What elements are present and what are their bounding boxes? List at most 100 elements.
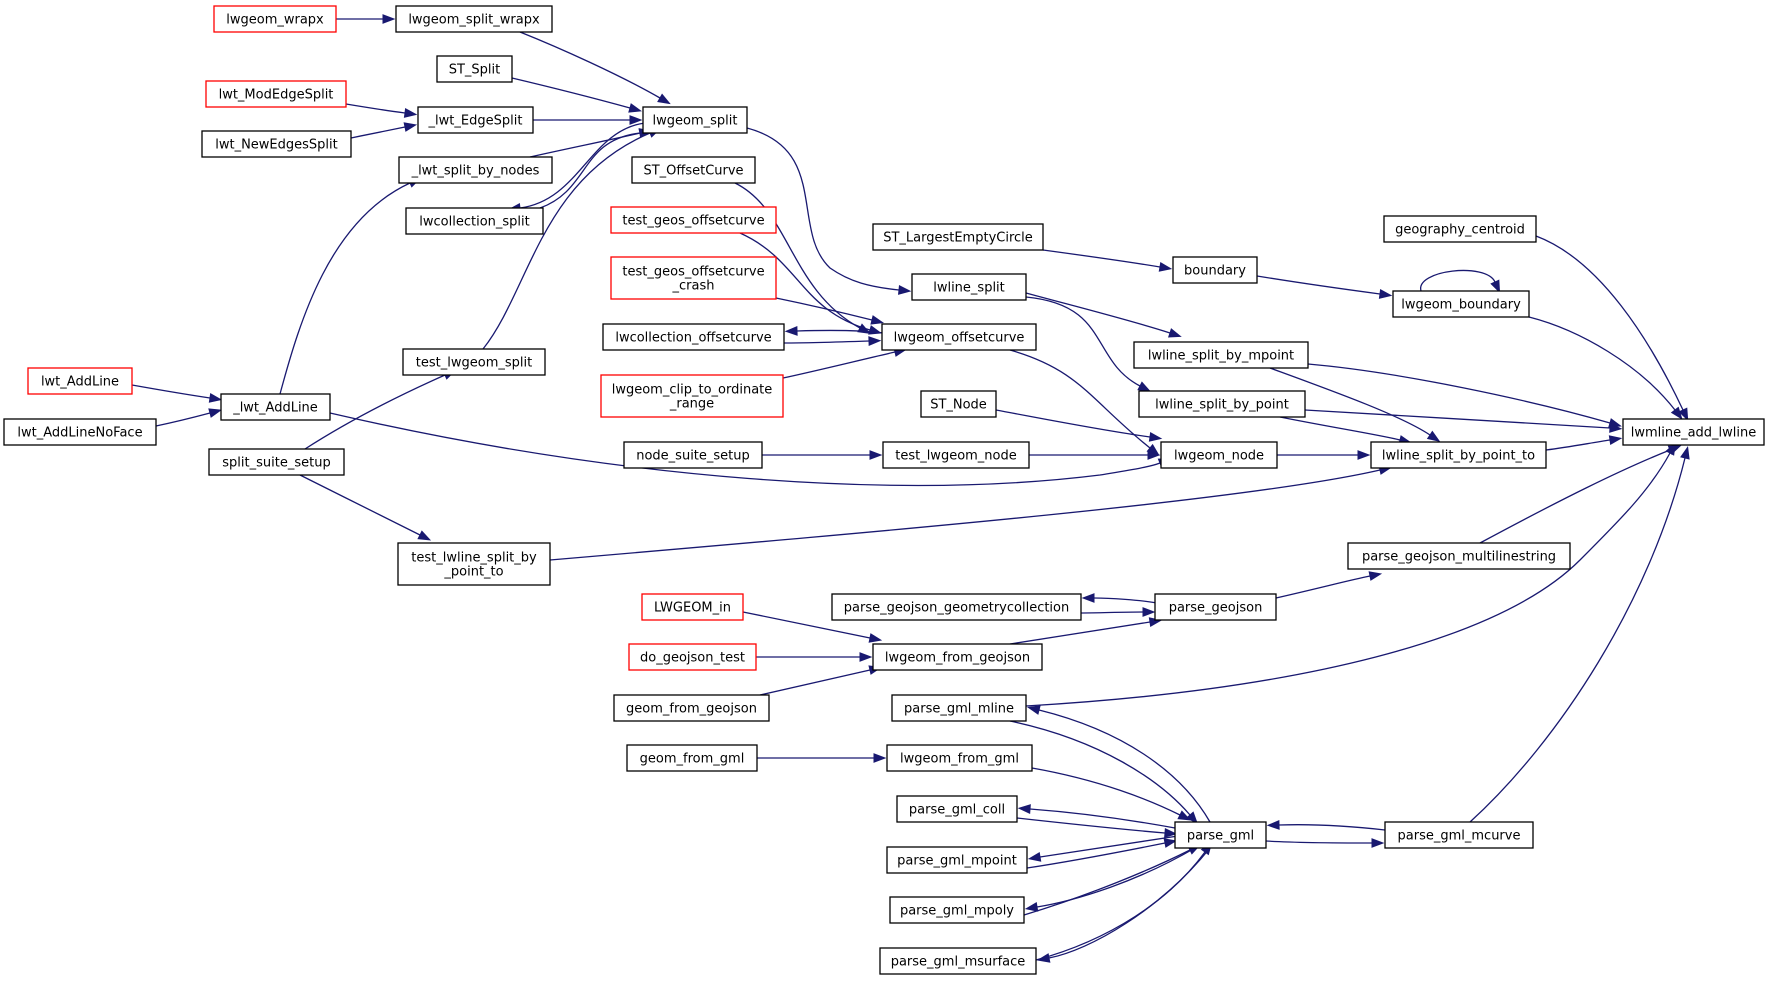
node-lwmline_add_lwline[interactable]: lwmline_add_lwline — [1622, 418, 1765, 446]
node-lwt_AddLine[interactable]: lwt_AddLine — [27, 367, 133, 395]
node-lwgeom_offsetcurve[interactable]: lwgeom_offsetcurve — [881, 323, 1037, 351]
node-_lwt_AddLine[interactable]: _lwt_AddLine — [220, 393, 331, 421]
node-parse_gml[interactable]: parse_gml — [1174, 821, 1267, 849]
node-box — [1392, 290, 1530, 318]
node-lwgeom_clip_to_ordinate_range[interactable]: lwgeom_clip_to_ordinate_range — [600, 374, 784, 418]
node-lwline_split_by_mpoint[interactable]: lwline_split_by_mpoint — [1133, 341, 1309, 369]
node-lwgeom_from_geojson[interactable]: lwgeom_from_geojson — [872, 643, 1043, 671]
node-test_lwgeom_node[interactable]: test_lwgeom_node — [882, 441, 1030, 469]
node-parse_gml_msurface[interactable]: parse_gml_msurface — [879, 947, 1037, 975]
edge-ST_Node-to-lwgeom_node — [995, 409, 1163, 442]
node-node_suite_setup[interactable]: node_suite_setup — [623, 441, 763, 469]
edge-line — [734, 182, 861, 329]
arrowhead-icon — [1158, 262, 1173, 272]
node-test_lwgeom_split[interactable]: test_lwgeom_split — [402, 348, 546, 376]
arrowhead-icon — [1142, 607, 1156, 617]
node-parse_gml_mpoint[interactable]: parse_gml_mpoint — [886, 846, 1028, 874]
edge-line — [1023, 849, 1191, 916]
edge-line — [1026, 842, 1166, 869]
node-label: _range — [669, 397, 714, 412]
node-LWGEOM_in[interactable]: LWGEOM_in — [641, 593, 744, 621]
edge-line — [1469, 457, 1686, 823]
node-label: ST_LargestEmptyCircle — [883, 231, 1033, 246]
edge-line — [549, 469, 1381, 561]
node-test_lwline_split_by_point_to[interactable]: test_lwline_split_by_point_to — [397, 542, 551, 586]
arrowhead-icon — [403, 122, 418, 132]
edge-parse_gml-to-parse_gml_mline — [1026, 705, 1211, 823]
node-parse_gml_mpoly[interactable]: parse_gml_mpoly — [889, 896, 1025, 924]
edge-boundary-to-lwgeom_boundary — [1256, 275, 1393, 299]
node-lwgeom_wrapx[interactable]: lwgeom_wrapx — [213, 5, 337, 33]
node-lwgeom_split[interactable]: lwgeom_split — [642, 106, 748, 134]
node-lwgeom_boundary[interactable]: lwgeom_boundary — [1392, 290, 1530, 318]
node-parse_gml_coll[interactable]: parse_gml_coll — [896, 795, 1018, 823]
arrowhead-icon — [1665, 442, 1676, 456]
arrowhead-icon — [417, 530, 432, 541]
node-geom_from_geojson[interactable]: geom_from_geojson — [613, 694, 770, 722]
edge-split_suite_setup-to-test_lwline_split_by_point_to — [299, 474, 432, 541]
node-_lwt_split_by_nodes[interactable]: _lwt_split_by_nodes — [398, 156, 553, 184]
node-parse_geojson_geometrycollection[interactable]: parse_geojson_geometrycollection — [831, 593, 1082, 621]
arrowhead-icon — [897, 285, 912, 295]
node-label: test_lwgeom_node — [895, 449, 1017, 464]
node-lwline_split_by_point_to[interactable]: lwline_split_by_point_to — [1370, 441, 1547, 469]
edge-node_suite_setup-to-test_lwgeom_node — [762, 450, 883, 460]
node-label: lwgeom_node — [1174, 449, 1264, 464]
arrowhead-icon — [1678, 407, 1689, 422]
arrowhead-icon — [1081, 593, 1095, 603]
node-parse_geojson_multilinestring[interactable]: parse_geojson_multilinestring — [1347, 542, 1571, 570]
node-box — [642, 106, 748, 134]
node-label: test_lwgeom_split — [416, 356, 532, 371]
edge-line — [1269, 367, 1431, 436]
node-box — [1172, 256, 1258, 284]
node-do_geojson_test[interactable]: do_geojson_test — [628, 643, 757, 671]
node-parse_gml_mline[interactable]: parse_gml_mline — [891, 694, 1027, 722]
node-_lwt_EdgeSplit[interactable]: _lwt_EdgeSplit — [417, 106, 534, 134]
node-lwcollection_offsetcurve[interactable]: lwcollection_offsetcurve — [602, 323, 785, 351]
node-lwgeom_from_gml[interactable]: lwgeom_from_gml — [886, 744, 1033, 772]
node-ST_Node[interactable]: ST_Node — [920, 390, 997, 418]
arrowhead-icon — [1027, 852, 1042, 862]
node-boundary[interactable]: boundary — [1172, 256, 1258, 284]
node-label: ST_Node — [930, 398, 987, 413]
node-ST_LargestEmptyCircle[interactable]: ST_LargestEmptyCircle — [872, 223, 1044, 251]
node-ST_OffsetCurve[interactable]: ST_OffsetCurve — [631, 156, 756, 184]
node-parse_gml_mcurve[interactable]: parse_gml_mcurve — [1384, 821, 1534, 849]
node-lwgeom_split_wrapx[interactable]: lwgeom_split_wrapx — [395, 5, 553, 33]
node-lwt_ModEdgeSplit[interactable]: lwt_ModEdgeSplit — [205, 80, 347, 108]
node-lwline_split_by_point[interactable]: lwline_split_by_point — [1138, 390, 1306, 418]
node-label: ST_OffsetCurve — [643, 164, 743, 179]
node-label: _lwt_EdgeSplit — [428, 114, 523, 129]
node-label: do_geojson_test — [640, 651, 745, 666]
edge-line — [1535, 235, 1684, 411]
arrowhead-icon — [628, 103, 642, 113]
arrowhead-icon — [1368, 571, 1383, 581]
edge-line — [775, 297, 873, 321]
edge-line — [1025, 296, 1141, 387]
node-lwline_split[interactable]: lwline_split — [911, 273, 1027, 301]
node-lwt_NewEdgesSplit[interactable]: lwt_NewEdgesSplit — [201, 130, 352, 158]
node-split_suite_setup[interactable]: split_suite_setup — [208, 448, 345, 476]
node-label: lwgeom_split — [653, 114, 738, 129]
node-geom_from_gml[interactable]: geom_from_gml — [626, 744, 758, 772]
node-ST_Split[interactable]: ST_Split — [436, 55, 513, 83]
edge-line — [759, 669, 871, 696]
edge-lwgeom_from_geojson-to-parse_geojson — [1009, 617, 1163, 645]
node-lwgeom_node[interactable]: lwgeom_node — [1160, 441, 1278, 469]
node-test_geos_offsetcurve_crash[interactable]: test_geos_offsetcurve_crash — [610, 256, 777, 300]
node-geography_centroid[interactable]: geography_centroid — [1383, 215, 1537, 243]
node-parse_geojson[interactable]: parse_geojson — [1154, 593, 1277, 621]
edge-lwgeom_boundary-to-lwmline_add_lwline — [1528, 316, 1683, 420]
arrowhead-icon — [1024, 902, 1039, 912]
node-lwcollection_split[interactable]: lwcollection_split — [405, 207, 544, 235]
arrowhead-icon — [657, 93, 671, 105]
node-test_geos_offsetcurve[interactable]: test_geos_offsetcurve — [610, 206, 777, 234]
edge-line — [995, 409, 1151, 438]
node-lwt_AddLineNoFace[interactable]: lwt_AddLineNoFace — [3, 418, 157, 446]
arrowhead-icon — [1371, 838, 1385, 848]
node-box — [920, 390, 997, 418]
node-box — [398, 156, 553, 184]
arrowhead-icon — [1609, 423, 1623, 433]
node-box — [872, 223, 1044, 251]
arrowhead-icon — [1137, 381, 1152, 392]
